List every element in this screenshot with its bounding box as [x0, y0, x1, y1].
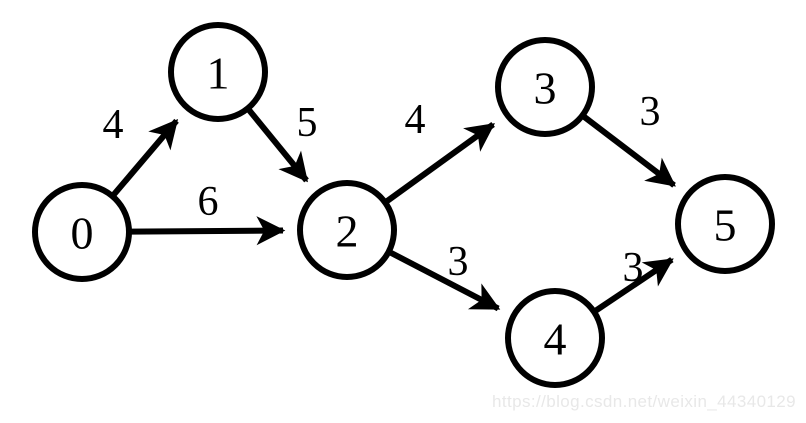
graph-edge-3-to-5	[581, 113, 676, 188]
graph-edge-2-to-3	[384, 122, 496, 205]
graph-node-1[interactable]: 1	[168, 22, 268, 122]
node-label-3: 3	[534, 63, 557, 114]
edge-weight-4-5: 3	[623, 245, 644, 291]
node-label-5: 5	[714, 200, 737, 251]
edge-weight-2-4: 3	[448, 239, 469, 285]
node-circle-1[interactable]	[168, 22, 268, 122]
graph-node-4[interactable]: 4	[505, 288, 605, 388]
edge-weight-0-2: 6	[198, 179, 219, 225]
node-label-2: 2	[336, 206, 359, 257]
node-circle-4[interactable]	[505, 288, 605, 388]
graph-node-3[interactable]: 3	[495, 37, 595, 137]
edge-weights-layer: 4 5 6 4 3 3 3	[103, 89, 661, 291]
node-label-0: 0	[71, 208, 94, 259]
watermark-text: https://blog.csdn.net/weixin_44340129	[492, 392, 796, 411]
nodes-layer: 0 1 2 3 4 5	[32, 22, 775, 388]
edge-weight-0-1: 4	[103, 102, 124, 148]
edge-weight-3-5: 3	[640, 89, 661, 135]
edges-layer	[110, 107, 676, 314]
graph-node-5[interactable]: 5	[675, 174, 775, 274]
graph-node-2[interactable]: 2	[297, 180, 397, 280]
graph-edge-1-to-2	[246, 107, 309, 183]
graph-node-0[interactable]: 0	[32, 182, 132, 282]
node-circle-0[interactable]	[32, 182, 132, 282]
graph-edge-0-to-2	[129, 216, 286, 246]
graph-edge-4-to-5	[593, 257, 674, 314]
node-circle-2[interactable]	[297, 180, 397, 280]
edge-weight-1-2: 5	[297, 100, 318, 146]
node-circle-5[interactable]	[675, 174, 775, 274]
node-label-1: 1	[207, 48, 230, 99]
node-label-4: 4	[544, 314, 567, 365]
node-circle-3[interactable]	[495, 37, 595, 137]
graph-edge-0-to-1	[110, 118, 179, 198]
edge-weight-2-3: 4	[405, 97, 426, 143]
graph-edge-2-to-4	[388, 249, 501, 312]
